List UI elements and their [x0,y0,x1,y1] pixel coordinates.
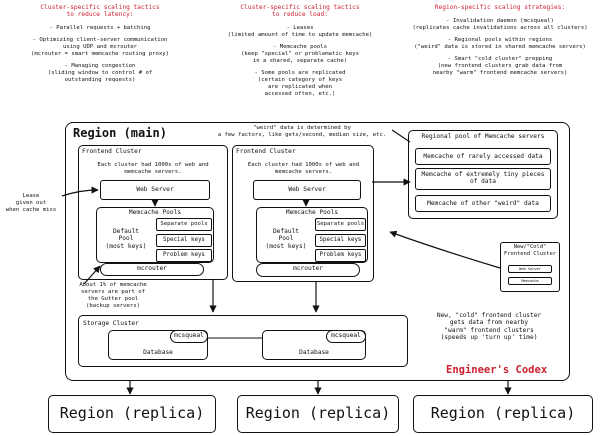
regional-pool-tiny: Memcache of extremely tiny pieces of dat… [415,168,551,190]
cold-cluster-memcache: Memcache [508,277,552,285]
cold-cluster-title: New/"Cold" Frontend Cluster [504,244,556,257]
mcrouter-2: mcrouter [256,263,360,277]
regional-pool-title: Regional pool of Memcache servers [421,133,545,140]
tactics-latency-item: - Parallel requests + batching [49,24,151,31]
pool-1-problem: Problem keys [156,249,212,262]
tactics-region-item: - Invalidation daemon (mcsqueal) (replic… [412,18,588,32]
tactics-region-item: - Smart "cold cluster" prepping (new fro… [432,56,568,77]
cold-cluster-web-server: Web Server [508,265,552,273]
gutter-note: About 1% of memcache servers are part of… [79,282,147,309]
database-2-label: Database [299,349,329,356]
default-pool-1: Default Pool (most keys) [105,228,147,250]
lease-note: Lease given out when cache miss [5,193,57,213]
frontend-cluster-1-title: Frontend Cluster [82,148,142,155]
mcsqueal-1: mcsqueal [170,330,208,343]
cold-to-cluster2 [389,230,501,269]
frontend-cluster-1-desc: Each cluster had 1000s of web and memcac… [97,162,209,175]
pool-2-separate: Separate pools [315,218,366,231]
brand-label: Engineer's Codex [446,364,548,376]
gutter-arrow [83,265,101,285]
mcsqueal-2: mcsqueal [326,330,366,343]
tactics-latency: Cluster-specific scaling tactics to redu… [0,4,200,84]
tactics-region: Region-specific scaling strategies: - In… [400,4,600,77]
tactics-latency-item: - Optimizing client-server communication… [30,36,170,57]
memcache-pools-2 [256,207,368,263]
weird-data-note: "weird" data is determined by a few fact… [217,125,387,138]
frontend-cluster-1 [78,145,228,280]
memcache-pools-2-title: Memcache Pools [285,209,339,216]
pool-1-separate: Separate pools [156,218,212,231]
database-1-label: Database [143,349,173,356]
region-main-title: Region (main) [73,126,167,140]
frontend-cluster-2-desc: Each cluster had 1000s of web and memcac… [247,162,360,175]
tactics-load-item: - Some pools are replicated (certain cat… [254,69,346,97]
weird-note-line [391,129,411,143]
region-replica-3: Region (replica) [413,395,593,433]
tactics-latency-title: Cluster-specific scaling tactics to redu… [40,4,160,19]
storage-cluster-title: Storage Cluster [83,320,139,327]
tactics-region-title: Region-specific scaling strategies: [434,4,566,11]
region-replica-2: Region (replica) [237,395,399,433]
mcrouter-1: mcrouter [100,263,204,276]
regional-pool-weird: Memcache of other "weird" data [415,195,551,212]
tactics-region-item: - Regional pools within regions ("weird"… [414,37,586,51]
tactics-load-item: - Memcache pools (keep "special" or prob… [241,43,359,64]
storage-cluster [78,315,408,367]
tactics-latency-item: - Managing congestion (sliding window to… [47,62,153,83]
tactics-load-title: Cluster-specific scaling tactics to redu… [240,4,360,19]
cold-cluster [500,242,560,292]
regional-pool-rare: Memcache of rarely accessed data [415,148,551,165]
tactics-load: Cluster-specific scaling tactics to redu… [200,4,400,98]
cold-cluster-note: New, "cold" frontend cluster gets data f… [436,312,542,342]
pool-2-problem: Problem keys [315,249,366,262]
frontend-cluster-2 [232,145,374,282]
pool-2-special: Special keys [315,234,366,247]
tactics-load-item: - Leases (limited amount of time to upda… [227,24,373,38]
default-pool-2: Default Pool (most keys) [265,228,307,250]
memcache-pools-1 [96,207,214,263]
region-replica-1: Region (replica) [48,395,216,433]
web-server-1: Web Server [100,180,210,200]
database-1: Database [108,330,208,360]
frontend-cluster-2-title: Frontend Cluster [236,148,296,155]
web-server-2: Web Server [253,180,361,200]
pool-1-special: Special keys [156,234,212,247]
regional-pool [408,130,558,219]
region-main [65,122,570,381]
memcache-pools-1-title: Memcache Pools [128,209,182,216]
